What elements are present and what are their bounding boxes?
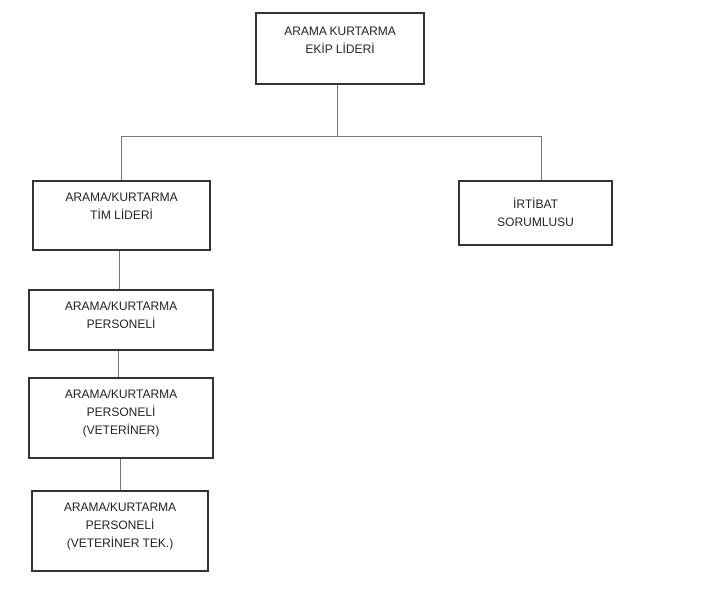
node-personel-veteriner-tek: ARAMA/KURTARMA PERSONELİ (VETERİNER TEK.… xyxy=(31,490,209,572)
node-label: ARAMA/KURTARMA xyxy=(63,500,177,514)
connector-right-down xyxy=(541,136,542,180)
node-label: EKİP LİDERİ xyxy=(305,42,375,56)
connector-top-down xyxy=(337,84,338,137)
connector-left-down xyxy=(121,136,122,180)
node-label: SORUMLUSU xyxy=(497,215,574,229)
node-label: PERSONELİ xyxy=(85,518,155,532)
connector-personel-veteriner xyxy=(118,350,119,378)
node-label: ARAMA/KURTARMA xyxy=(65,190,178,204)
node-label: (VETERİNER) xyxy=(82,423,160,437)
node-label: PERSONELİ xyxy=(86,317,156,331)
node-label: İRTİBAT xyxy=(513,197,558,211)
node-tim-lideri: ARAMA/KURTARMA TİM LİDERİ xyxy=(32,180,211,251)
node-label: (VETERİNER TEK.) xyxy=(66,536,174,550)
node-label: ARAMA/KURTARMA xyxy=(64,299,178,313)
connector-horizontal xyxy=(121,136,541,137)
node-personel: ARAMA/KURTARMA PERSONELİ xyxy=(28,289,214,351)
node-label: ARAMA/KURTARMA xyxy=(64,387,178,401)
node-label: TİM LİDERİ xyxy=(90,208,153,222)
connector-tim-personel xyxy=(119,250,120,290)
node-irtibat-sorumlusu: İRTİBAT SORUMLUSU xyxy=(458,180,613,246)
node-label: PERSONELİ xyxy=(86,405,156,419)
connector-veteriner-tek xyxy=(120,458,121,491)
node-personel-veteriner: ARAMA/KURTARMA PERSONELİ (VETERİNER) xyxy=(28,377,214,459)
node-label: ARAMA KURTARMA xyxy=(284,24,396,38)
node-ekip-lideri: ARAMA KURTARMA EKİP LİDERİ xyxy=(255,12,425,85)
